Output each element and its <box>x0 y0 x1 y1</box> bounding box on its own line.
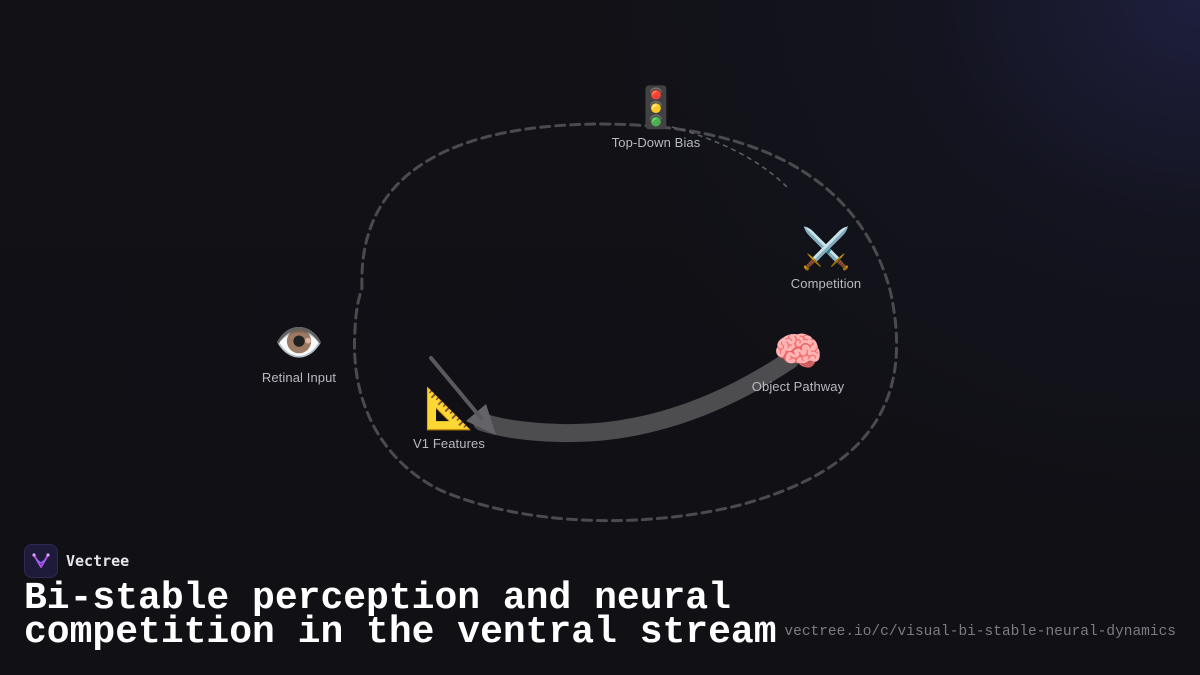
crossed-swords-icon: ⚔️ <box>801 227 851 271</box>
traffic-light-icon: 🚦 <box>631 86 681 130</box>
brand-name: Vectree <box>66 552 130 570</box>
feedback-loop-dashed <box>352 122 899 523</box>
node-label: Object Pathway <box>751 379 845 394</box>
v1-input-stroke <box>429 356 483 420</box>
brain-icon: 🧠 <box>773 330 823 374</box>
node-v1-features: 📐 V1 Features <box>413 385 485 451</box>
node-object-pathway: 🧠 Object Pathway <box>752 328 844 394</box>
node-label: Retinal Input <box>261 370 337 385</box>
node-label: Top-Down Bias <box>611 135 701 150</box>
brand[interactable]: Vectree <box>24 544 129 578</box>
bias-to-competition-dashed <box>671 126 789 189</box>
node-label: V1 Features <box>413 436 485 451</box>
node-retinal-input: 👁️ Retinal Input <box>262 319 336 385</box>
eye-icon: 👁️ <box>274 321 324 365</box>
vectree-logo-icon <box>24 544 58 578</box>
source-url[interactable]: vectree.io/c/visual-bi-stable-neural-dyn… <box>784 624 1176 640</box>
page-title: Bi-stable perception and neural competit… <box>24 577 777 654</box>
node-top-down-bias: 🚦 Top-Down Bias <box>612 84 701 150</box>
node-label: Competition <box>790 276 862 291</box>
node-competition: ⚔️ Competition <box>791 225 861 291</box>
pathway-to-v1-arrow-body <box>473 351 799 443</box>
triangular-ruler-icon: 📐 <box>424 387 474 431</box>
